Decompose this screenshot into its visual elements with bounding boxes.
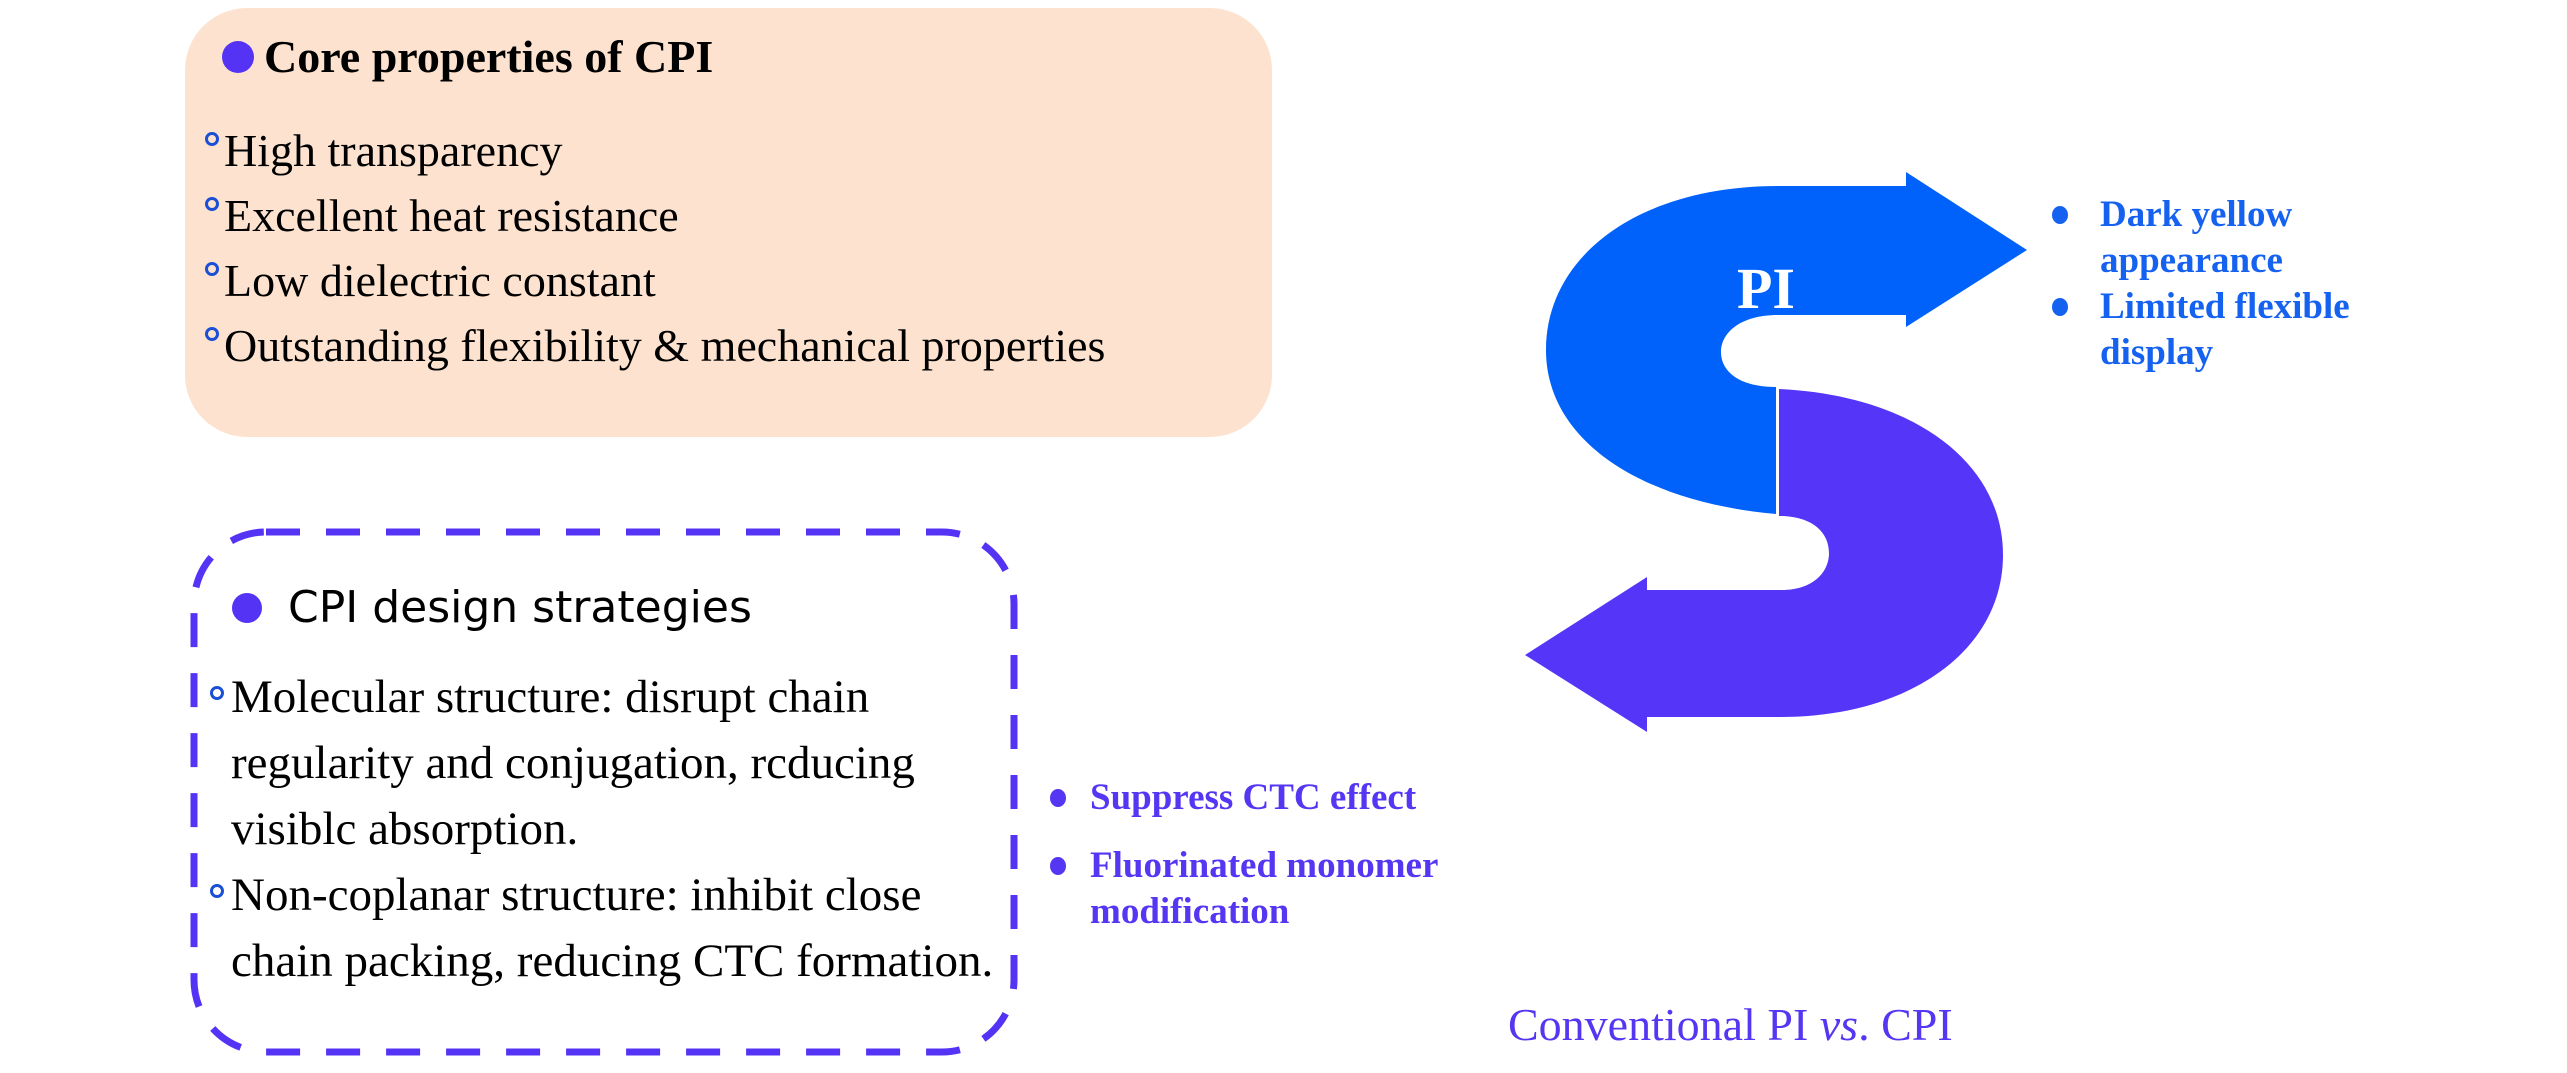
caption-italic: vs (1819, 999, 1859, 1050)
design-strategies-heading: CPI design strategies (232, 582, 752, 633)
list-item-text: Dark yellow appearance (2100, 194, 2293, 281)
list-item-text: Molecular structure: disrupt chain regul… (231, 671, 915, 855)
caption-suffix: . CPI (1858, 999, 1953, 1050)
list-item: Fluorinated monomer modification (1050, 843, 1438, 935)
list-item-text: Outstanding flexibility & mechanical pro… (224, 320, 1106, 371)
core-properties-list: High transparency Excellent heat resista… (205, 118, 1105, 378)
list-item: Suppress CTC effect (1050, 775, 1438, 821)
ring-bullet-icon (205, 131, 219, 146)
cpi-solutions-list: Suppress CTC effect Fluorinated monomer … (1050, 775, 1438, 935)
list-item: Low dielectric constant (205, 248, 1105, 313)
list-item-text: Suppress CTC effect (1090, 777, 1417, 818)
core-properties-title: Core properties of CPI (264, 31, 714, 82)
list-item: Limited flexible display (2052, 284, 2350, 376)
cpi-label: CPI (1703, 813, 1803, 878)
core-properties-heading: Core properties of CPI (222, 30, 713, 83)
core-properties-panel (185, 8, 1272, 437)
ring-bullet-icon (205, 261, 219, 276)
bullet-dot-icon (222, 40, 254, 73)
list-item: Molecular structure: disrupt chain regul… (210, 664, 1031, 862)
design-strategies-dashed-border (190, 528, 1018, 1056)
cpi-arrow-shape (1525, 389, 2003, 732)
list-item-text: Non-coplanar structure: inhibit close ch… (231, 869, 994, 987)
caption-prefix: Conventional PI (1508, 999, 1820, 1050)
bullet-dot-icon (2052, 298, 2068, 316)
ring-bullet-icon (210, 884, 224, 898)
list-item: Excellent heat resistance (205, 183, 1105, 248)
diagram-caption: Conventional PI vs. CPI (1508, 998, 1953, 1051)
list-item: Dark yellow appearance (2052, 192, 2350, 284)
list-item: High transparency (205, 118, 1105, 183)
pi-drawbacks-list: Dark yellow appearance Limited flexible … (2052, 192, 2350, 376)
bullet-dot-icon (232, 592, 262, 623)
pi-label: PI (1737, 256, 1795, 321)
list-item: Outstanding flexibility & mechanical pro… (205, 313, 1105, 378)
list-item-text: Low dielectric constant (224, 255, 656, 306)
bullet-dot-icon (2052, 206, 2068, 224)
list-item-text: High transparency (224, 125, 563, 176)
list-item: Non-coplanar structure: inhibit close ch… (210, 862, 1031, 994)
design-strategies-title: CPI design strategies (288, 582, 752, 633)
bullet-dot-icon (1050, 789, 1066, 807)
ring-bullet-icon (210, 686, 224, 700)
ring-bullet-icon (205, 326, 219, 341)
list-item-text: Limited flexible display (2100, 286, 2350, 373)
bullet-dot-icon (1050, 857, 1066, 875)
design-strategies-list: Molecular structure: disrupt chain regul… (210, 664, 1031, 994)
list-item-text: Excellent heat resistance (224, 190, 679, 241)
ring-bullet-icon (205, 196, 219, 211)
list-item-text: Fluorinated monomer modification (1090, 845, 1439, 932)
pi-arrow-shape (1546, 172, 2027, 514)
